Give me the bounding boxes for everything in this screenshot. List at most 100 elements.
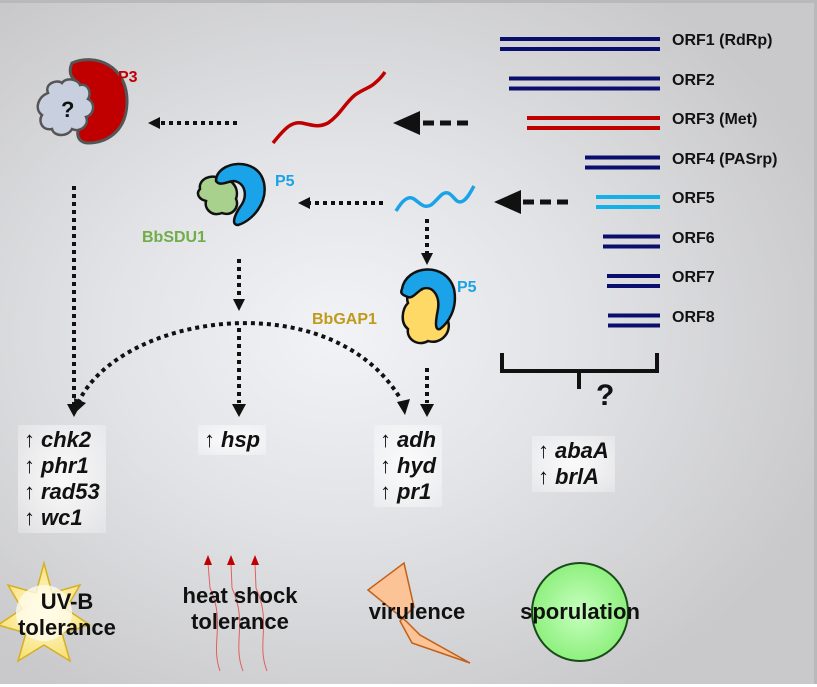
up-arrow-icon: ↑	[538, 438, 549, 463]
orf-strand	[596, 195, 660, 199]
gene-name: brlA	[555, 464, 599, 489]
dotted-arrow-to-p5-gap1	[421, 219, 433, 265]
heat-shock-tolerance-label: heat shock tolerance	[160, 583, 320, 635]
dotted-arrow-to-p3	[148, 117, 237, 129]
up-arrow-icon: ↑	[380, 453, 391, 478]
orf-bar-7	[607, 274, 660, 288]
virulence-label-line1: virulence	[368, 599, 466, 624]
orf-strand	[585, 165, 660, 170]
diagram-graphics	[0, 37, 660, 672]
gene-entry: ↑brlA	[538, 464, 609, 490]
gene-name: chk2	[41, 427, 92, 452]
orf-label-7: ORF7	[672, 269, 715, 286]
up-arrow-icon: ↑	[204, 427, 215, 452]
gene-name: adh	[397, 427, 437, 452]
orf-label-8: ORF8	[672, 308, 715, 326]
virulence-label: virulence	[352, 599, 482, 625]
orf-label-3: ORF3 (Met)	[672, 111, 758, 128]
orf-bars	[500, 37, 660, 328]
orf5-mrna-icon	[394, 185, 476, 212]
p5-sdu1-label: P5	[275, 173, 295, 190]
dotted-arrow-p3-to-uv-genes	[67, 186, 81, 417]
orf-strand	[596, 205, 660, 209]
unknown-partner-label: ?	[61, 97, 75, 122]
up-arrow-icon: ↑	[24, 505, 35, 530]
bracket-question-label: ?	[596, 379, 615, 412]
orf-strand	[527, 116, 660, 120]
sporulation-gene-list: ↑abaA↑brlA	[532, 436, 615, 492]
orf3-mrna-icon	[271, 71, 387, 145]
gene-name: rad53	[41, 479, 100, 504]
orf-strand	[608, 313, 660, 318]
uv-label-line2: tolerance	[18, 615, 116, 640]
p5-bbgap1-complex-icon	[400, 268, 457, 345]
orf-strand	[608, 323, 660, 328]
orf-strand	[603, 244, 660, 249]
gene-entry: ↑hyd	[380, 453, 436, 479]
orf-label-5: ORF5	[672, 190, 715, 207]
orf-bar-4	[585, 155, 660, 170]
orf-strand	[500, 47, 660, 51]
gene-entry: ↑chk2	[24, 427, 100, 453]
p3-label: P3	[118, 69, 138, 86]
up-arrow-icon: ↑	[538, 464, 549, 489]
orf-label-1: ORF1 (RdRp)	[672, 32, 773, 49]
gene-entry: ↑pr1	[380, 479, 436, 505]
uv-tolerance-label: UV-B tolerance	[0, 589, 134, 641]
p3-protein-complex-icon	[36, 58, 129, 145]
dotted-arrow-gap1-to-virulence-genes	[420, 368, 434, 417]
sporulation-label: sporulation	[505, 599, 655, 625]
orf-label-6: ORF6	[672, 229, 715, 247]
gene-entry: ↑phr1	[24, 453, 100, 479]
orf-bar-8	[608, 313, 660, 328]
gene-entry: ↑rad53	[24, 479, 100, 505]
orf-bar-3	[527, 116, 660, 130]
orf-group-bracket	[500, 353, 659, 389]
gene-entry: ↑adh	[380, 427, 436, 453]
uv-gene-list: ↑chk2↑phr1↑rad53↑wc1	[18, 425, 106, 533]
spore-icon	[531, 562, 629, 662]
p5-bbsdu1-complex-icon	[196, 162, 266, 227]
heat-gene-list: ↑hsp	[198, 425, 267, 455]
orf-bar-6	[603, 234, 660, 249]
p5-gap1-label: P5	[457, 279, 477, 296]
gene-name: phr1	[41, 453, 89, 478]
dotted-arrow-to-hsp	[232, 328, 246, 417]
dotted-arrow-to-p5-sdu1	[298, 197, 383, 209]
gene-entry: ↑wc1	[24, 505, 100, 531]
up-arrow-icon: ↑	[380, 427, 391, 452]
orf-strand	[603, 234, 660, 239]
orf-strand	[585, 155, 660, 160]
up-arrow-icon: ↑	[24, 427, 35, 452]
dashed-arrow-orf5	[494, 190, 568, 214]
orf-strand	[509, 86, 660, 91]
bbsdu1-label: BbSDU1	[142, 229, 207, 246]
heat-label-line2: tolerance	[191, 609, 289, 634]
orf-bar-5	[596, 195, 660, 209]
gene-entry: ↑abaA	[538, 438, 609, 464]
heat-label-line1: heat shock	[182, 583, 298, 608]
up-arrow-icon: ↑	[24, 453, 35, 478]
dotted-arrow-sdu1-down	[233, 259, 245, 311]
gene-name: hsp	[221, 427, 261, 452]
orf-strand	[607, 274, 660, 278]
gene-name: abaA	[555, 438, 609, 463]
up-arrow-icon: ↑	[24, 479, 35, 504]
sun-icon	[0, 560, 92, 663]
orf-strand	[607, 284, 660, 288]
uv-label-line1: UV-B	[40, 589, 94, 614]
orf-strand	[500, 37, 660, 41]
dashed-arrow-orf3	[393, 111, 468, 135]
gene-entry: ↑hsp	[204, 427, 260, 453]
orf-strand	[509, 76, 660, 81]
gene-name: hyd	[397, 453, 437, 478]
orf-label-2: ORF2	[672, 71, 715, 89]
gene-name: wc1	[41, 505, 83, 530]
orf-bar-2	[509, 76, 660, 91]
orf-bar-1	[500, 37, 660, 51]
dotted-arc-arrow	[74, 321, 410, 415]
virulence-gene-list: ↑adh↑hyd↑pr1	[374, 425, 443, 507]
up-arrow-icon: ↑	[380, 479, 391, 504]
orf-label-4: ORF4 (PASrp)	[672, 150, 778, 168]
